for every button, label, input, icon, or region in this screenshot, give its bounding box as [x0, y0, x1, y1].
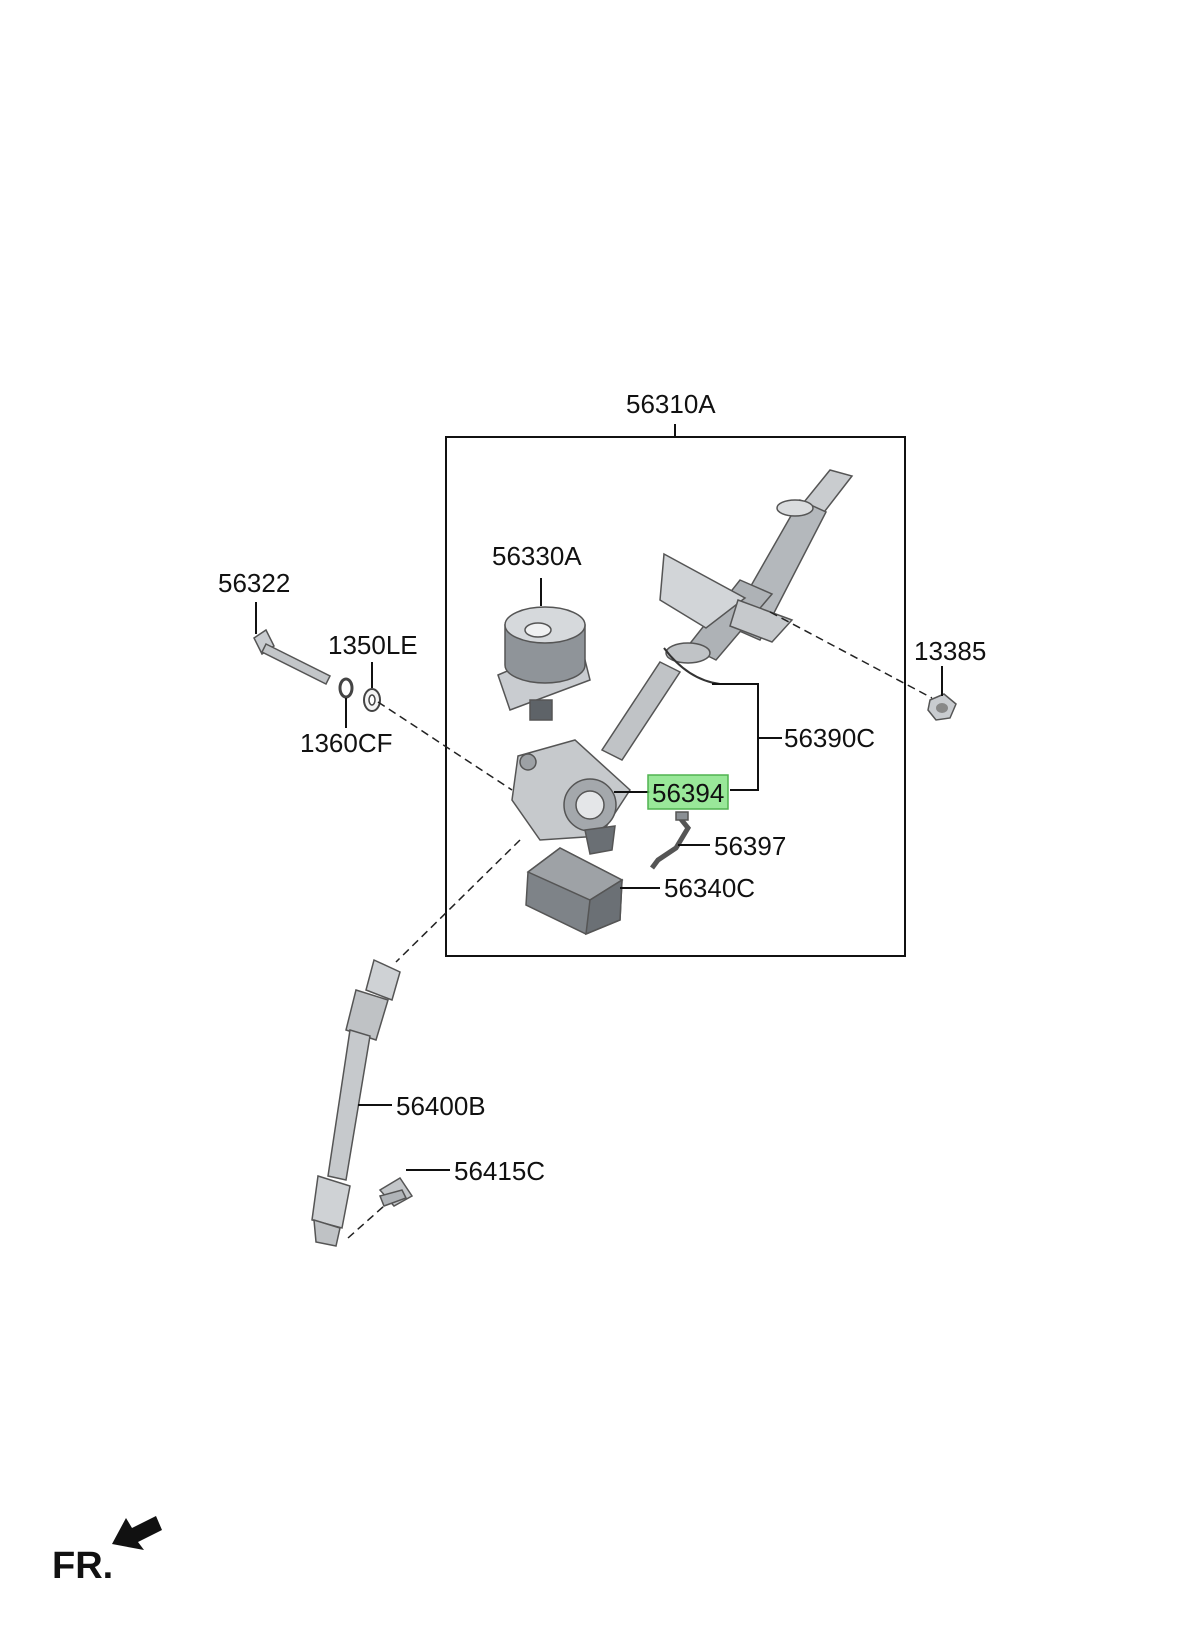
label-56330a[interactable]: 56330A	[492, 541, 582, 571]
joint-bolt-56415c[interactable]	[378, 1176, 414, 1207]
washer-1360cf[interactable]	[338, 677, 354, 699]
ecu-module[interactable]	[525, 847, 624, 936]
bolt-56322[interactable]	[253, 628, 332, 686]
motor-assembly[interactable]	[497, 606, 591, 721]
label-1360cf[interactable]: 1360CF	[300, 728, 393, 758]
sensor-part[interactable]	[650, 811, 692, 870]
highlight-box	[647, 774, 729, 810]
label-56340c[interactable]: 56340C	[664, 873, 755, 903]
gear-housing[interactable]	[511, 661, 682, 855]
front-direction-label: FR.	[52, 1545, 113, 1587]
label-56394[interactable]: 56394	[652, 778, 724, 808]
intermediate-shaft[interactable]	[311, 958, 401, 1247]
label-56322[interactable]: 56322	[218, 568, 290, 598]
label-56400b[interactable]: 56400B	[396, 1091, 486, 1121]
nut-13385[interactable]	[927, 693, 957, 721]
label-56397[interactable]: 56397	[714, 831, 786, 861]
label-1350le[interactable]: 1350LE	[328, 630, 418, 660]
label-56310a[interactable]: 56310A	[626, 389, 716, 419]
label-13385[interactable]: 13385	[914, 636, 986, 666]
front-direction-arrow-icon	[112, 1516, 162, 1550]
steering-column-tube[interactable]	[659, 469, 854, 685]
label-56415c[interactable]: 56415C	[454, 1156, 545, 1186]
label-56390c[interactable]: 56390C	[784, 723, 875, 753]
